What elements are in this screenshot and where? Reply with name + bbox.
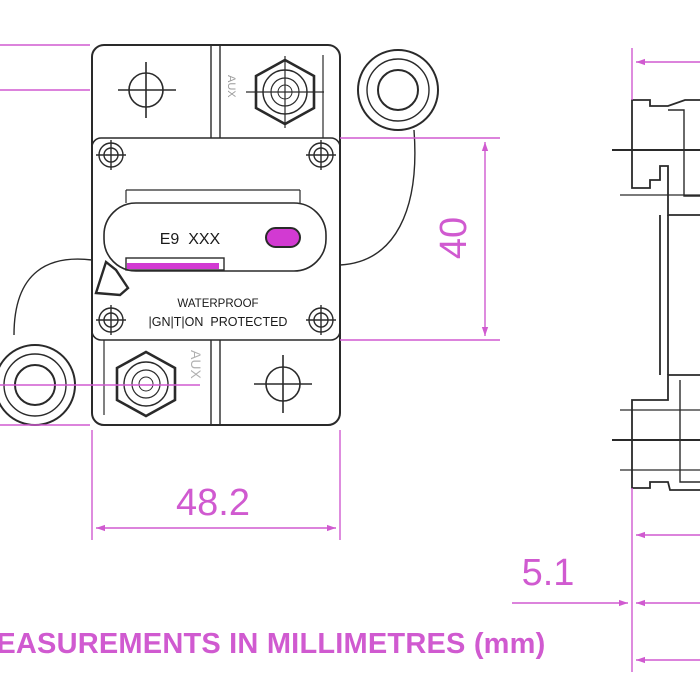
front-view bbox=[0, 44, 439, 426]
lever-tab bbox=[94, 259, 130, 297]
aux-label-bottom: AUX bbox=[188, 350, 204, 379]
label-panel bbox=[103, 202, 327, 272]
dimension-lines bbox=[0, 44, 700, 672]
hex-nut-icon bbox=[115, 350, 177, 418]
tether-cord-right bbox=[339, 129, 416, 266]
height-dimension-label: 40 bbox=[433, 217, 475, 259]
screw-head-icon bbox=[96, 305, 126, 335]
tether-cord-left bbox=[13, 258, 93, 336]
width-dimension-label: 48.2 bbox=[176, 482, 250, 524]
crosshair-icon bbox=[118, 62, 176, 118]
trip-lever-indicator bbox=[127, 263, 219, 269]
model-label: E9 XXX bbox=[160, 231, 221, 248]
screw-head-icon bbox=[306, 305, 336, 335]
reset-button bbox=[265, 227, 301, 248]
waterproof-label: WATERPROOF bbox=[177, 298, 258, 310]
measurement-units-caption: MEASUREMENTS IN MILLIMETRES (mm) bbox=[0, 628, 546, 660]
hex-nut-icon bbox=[246, 56, 324, 128]
crosshair-icon bbox=[254, 355, 312, 413]
ignition-protected-label: |GN|T|ON PROTECTED bbox=[149, 315, 288, 329]
screw-head-icon bbox=[306, 140, 336, 170]
aux-label-top: AUX bbox=[225, 75, 237, 98]
screw-head-icon bbox=[96, 140, 126, 170]
cover-plate bbox=[91, 137, 341, 341]
side-view bbox=[612, 99, 700, 491]
terminal-cap-icon bbox=[357, 49, 439, 131]
depth-dimension-label: 5.1 bbox=[522, 552, 575, 594]
